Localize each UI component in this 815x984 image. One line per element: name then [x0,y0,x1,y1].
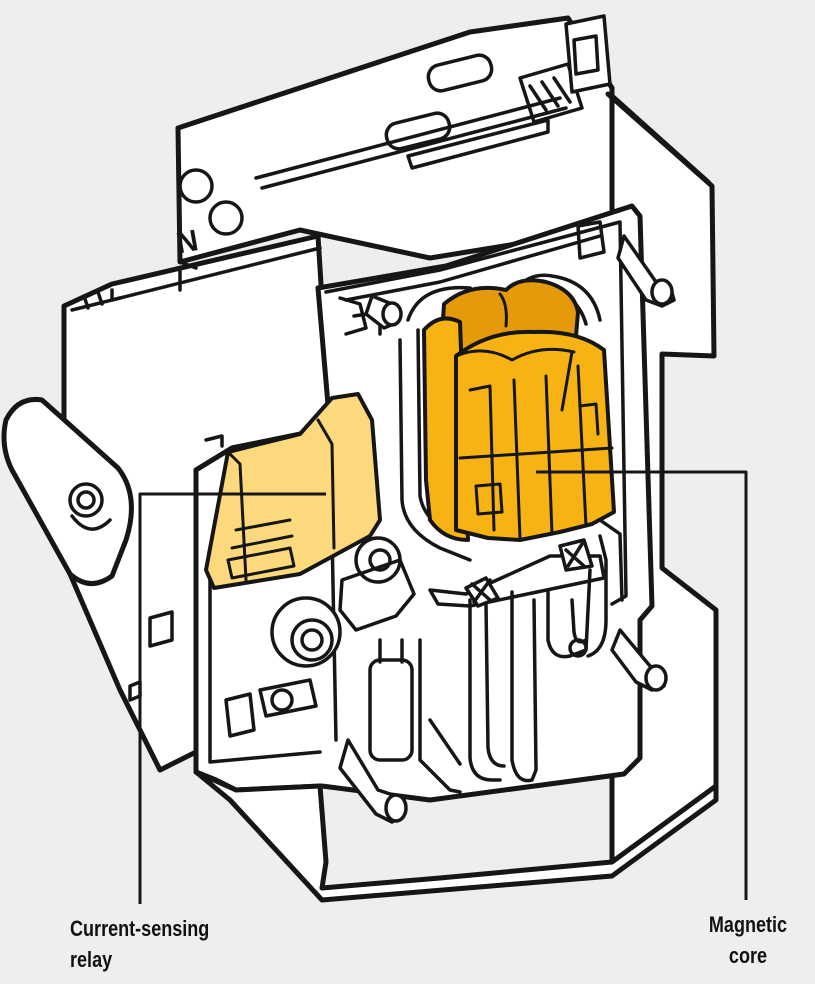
core-label-line1: Magnetic [708,912,788,937]
core-label-line2: core [728,943,768,968]
magnetic-core [422,278,616,542]
trip-mechanism [224,536,606,762]
terminal-pins [338,234,676,824]
relay-label-line1: Current-sensing [70,916,210,941]
left-block-details [68,246,322,702]
relay-label-line2: relay [70,947,113,972]
core-leader-line [536,470,748,900]
top-face-details [178,14,612,292]
leader-lines [138,470,748,904]
relay-leader-line [138,492,326,904]
relay-label: Current-sensing relay [70,913,209,975]
conductor-loops [398,273,624,794]
current-sensing-relay [204,392,382,590]
core-label: Magnetic core [709,909,788,971]
